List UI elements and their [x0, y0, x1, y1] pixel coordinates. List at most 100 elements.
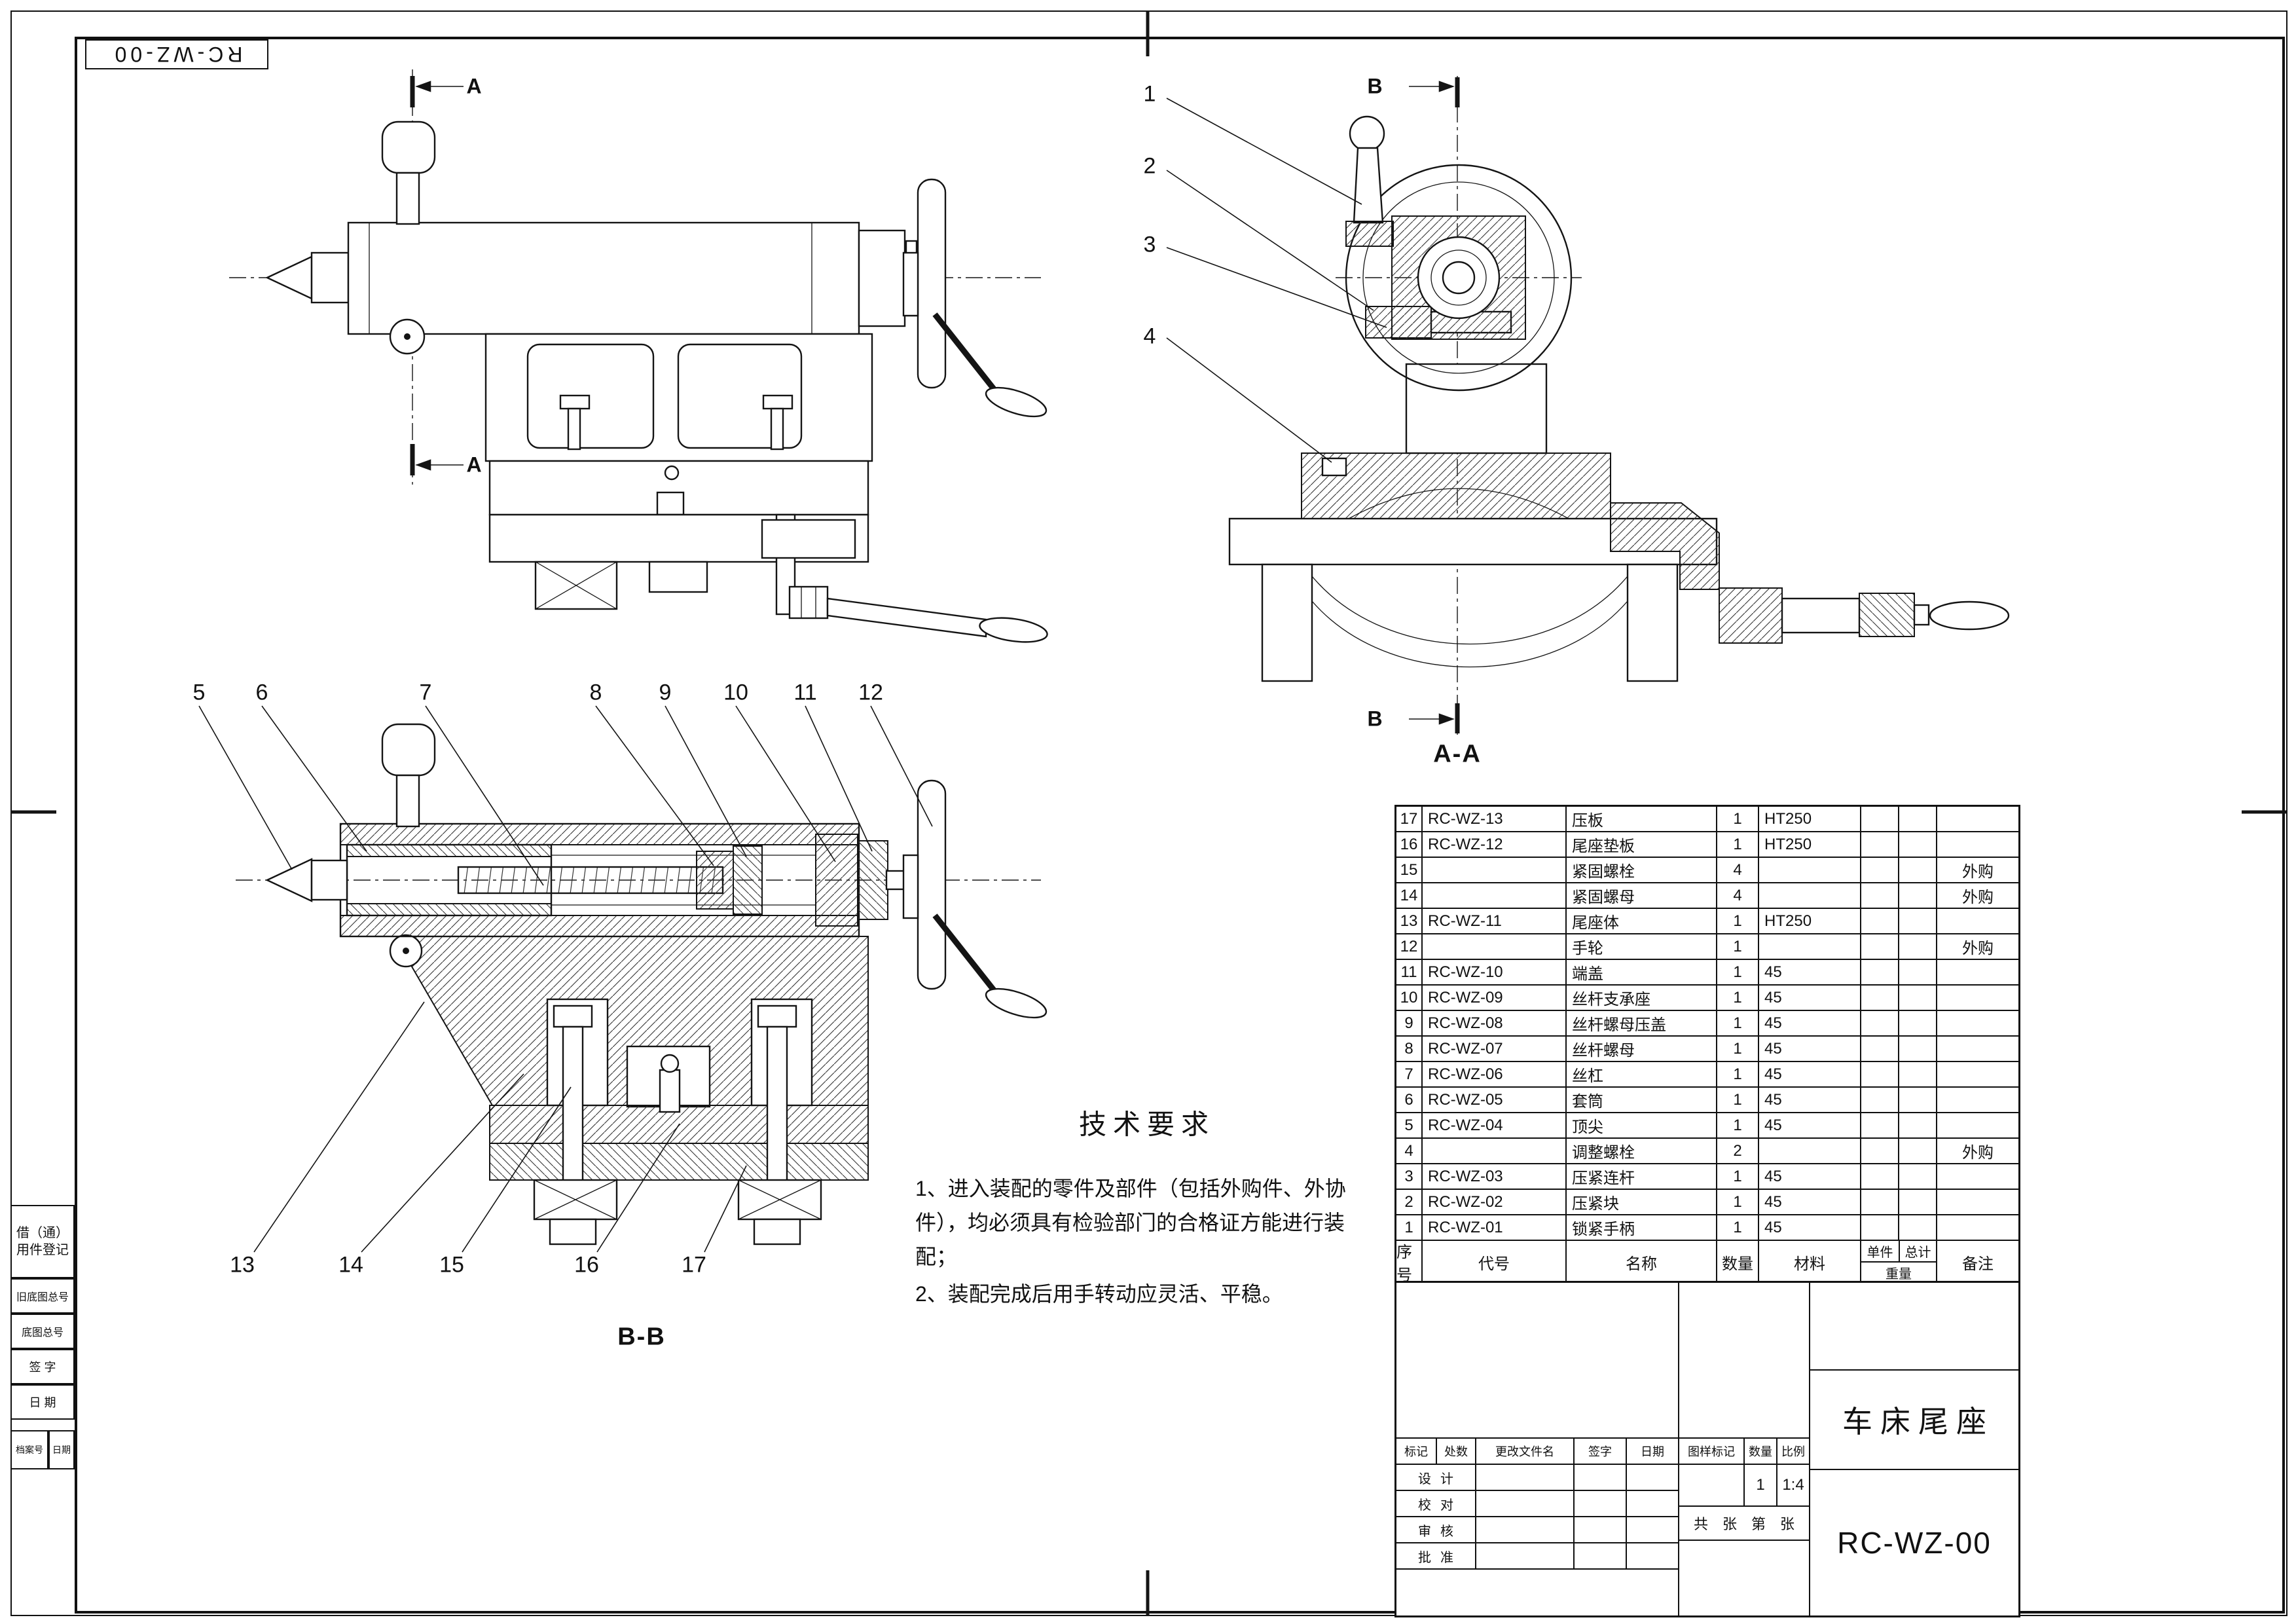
end-cap-front: [858, 229, 906, 327]
bom-cell-seq: 15: [1396, 858, 1423, 883]
bom-cell-code: RC-WZ-11: [1423, 909, 1567, 934]
callout-9: 9: [659, 680, 672, 705]
bom-cell-code: [1423, 1139, 1567, 1164]
bom-cell-total-weight: [1899, 1113, 1937, 1139]
section-letter-a-top: A: [466, 74, 482, 98]
bom-header-unit-weight: 单件: [1867, 1246, 1893, 1260]
role-approver-name: [1475, 1542, 1573, 1568]
bom-row: 4 调整螺栓 2 外购: [1396, 1139, 2018, 1164]
bom-cell-seq: 7: [1396, 1062, 1423, 1088]
section-bb-view: [198, 705, 1048, 1253]
bom-row: 10 RC-WZ-09 丝杆支承座 1 45: [1396, 986, 2018, 1011]
lock-handle-stem: [395, 172, 420, 225]
bom-row: 9 RC-WZ-08 丝杆螺母压盖 1 45: [1396, 1011, 2018, 1037]
role-designer: 设计: [1396, 1464, 1475, 1490]
bom-cell-name: 压紧连杆: [1567, 1164, 1717, 1190]
bom-cell-unit-weight: [1861, 883, 1899, 909]
bom-cell-code: RC-WZ-10: [1423, 960, 1567, 986]
role-checker-name: [1475, 1490, 1573, 1516]
bom-cell-seq: 14: [1396, 883, 1423, 909]
lock-handle-knob-aa: [1349, 115, 1385, 152]
bom-cell-name: 丝杆支承座: [1567, 986, 1717, 1011]
bom-cell-seq: 12: [1396, 934, 1423, 960]
role-reviewer-name: [1475, 1516, 1573, 1542]
dead-center-cone: [265, 255, 313, 300]
bom-cell-material: 45: [1759, 1215, 1861, 1241]
bom-cell-qty: 1: [1717, 960, 1759, 986]
quill-wall-bottom: [346, 903, 552, 916]
bom-cell-seq: 10: [1396, 986, 1423, 1011]
lock-lever-grip: [979, 617, 1048, 643]
callout-6: 6: [255, 680, 268, 705]
callout-15: 15: [439, 1252, 464, 1278]
bom-cell-total-weight: [1899, 832, 1937, 858]
bom-cell-total-weight: [1899, 909, 1937, 934]
callout-5: 5: [192, 680, 206, 705]
tailstock-barrel: [347, 221, 860, 335]
end-cap-bb: [857, 840, 888, 920]
bom-cell-qty: 1: [1717, 934, 1759, 960]
dead-center-shank: [310, 859, 348, 901]
sheet-count: 共 张 第 张: [1678, 1505, 1809, 1540]
callout-16: 16: [574, 1252, 599, 1278]
strip-date: 日 期: [10, 1384, 75, 1420]
callout-12: 12: [858, 680, 883, 705]
clamp-rod-aa: [1781, 597, 1861, 634]
section-letter-b-bottom: B: [1367, 707, 1383, 731]
bom-cell-unit-weight: [1861, 1088, 1899, 1113]
bom-cell-total-weight: [1899, 1215, 1937, 1241]
bom-cell-remark: [1937, 1164, 2018, 1190]
section-letter-b-top: B: [1367, 74, 1383, 98]
title-block-company-area: [1809, 1283, 2018, 1369]
bom-cell-remark: [1937, 909, 2018, 934]
bom-row: 11 RC-WZ-10 端盖 1 45: [1396, 960, 2018, 986]
strip-base-no: 底图总号: [10, 1314, 75, 1349]
lock-lever-front: [826, 597, 987, 638]
bom-cell-code: RC-WZ-01: [1423, 1215, 1567, 1241]
bom-cell-unit-weight: [1861, 1190, 1899, 1215]
title-block-spare-area: [1396, 1568, 1678, 1615]
bom-cell-qty: 4: [1717, 883, 1759, 909]
bom-cell-material: [1759, 1139, 1861, 1164]
bom-cell-qty: 1: [1717, 909, 1759, 934]
bom-cell-qty: 2: [1717, 1139, 1759, 1164]
clamp-grip-aa: [1929, 600, 2010, 631]
centering-marks: [10, 10, 2287, 1616]
handwheel-hub-front: [902, 251, 919, 317]
bom-cell-total-weight: [1899, 1139, 1937, 1164]
bom-cell-code: RC-WZ-09: [1423, 986, 1567, 1011]
drawing-frame: [75, 37, 2285, 1614]
rev-header-docname: 更改文件名: [1475, 1437, 1573, 1464]
bom-header: 序号 代号 名称 数量 材料 单件 总计 重量 备注: [1396, 1241, 2018, 1283]
bom-cell-material: HT250: [1759, 909, 1861, 934]
bom-cell-unit-weight: [1861, 832, 1899, 858]
bom-row: 6 RC-WZ-05 套筒 1 45: [1396, 1088, 2018, 1113]
bom-cell-unit-weight: [1861, 807, 1899, 832]
bom-cell-code: RC-WZ-08: [1423, 1011, 1567, 1037]
clamp-plate-hook: [1610, 502, 1720, 590]
bom-cell-name: 丝杆螺母压盖: [1567, 1011, 1717, 1037]
bom-cell-remark: [1937, 1037, 2018, 1062]
bom-cell-name: 压板: [1567, 807, 1717, 832]
bom-cell-total-weight: [1899, 883, 1937, 909]
callout-7: 7: [419, 680, 432, 705]
title-block: 标记 处数 更改文件名 签字 日期 设计 校对 审核 批准 图样标记 数量 比例…: [1394, 1281, 2020, 1617]
bom-cell-remark: 外购: [1937, 883, 2018, 909]
bom-cell-material: 45: [1759, 1164, 1861, 1190]
bom-cell-total-weight: [1899, 1164, 1937, 1190]
bom-cell-material: [1759, 883, 1861, 909]
bom-cell-code: [1423, 883, 1567, 909]
bom-row: 14 紧固螺母 4 外购: [1396, 883, 2018, 909]
handwheel-front: [917, 178, 947, 389]
bom-cell-code: [1423, 934, 1567, 960]
bom-row: 17 RC-WZ-13 压板 1 HT250: [1396, 807, 2018, 832]
crank-grip-bb: [985, 987, 1048, 1019]
bom-cell-code: RC-WZ-06: [1423, 1062, 1567, 1088]
bom-cell-seq: 16: [1396, 832, 1423, 858]
lead-screw: [457, 866, 724, 895]
callout-8: 8: [589, 680, 602, 705]
clamp-block-front: [761, 519, 856, 559]
bom-row: 13 RC-WZ-11 尾座体 1 HT250: [1396, 909, 2018, 934]
tech-req-item-2: 2、装配完成后用手转动应灵活、平稳。: [915, 1282, 1283, 1306]
bom-cell-qty: 1: [1717, 1011, 1759, 1037]
